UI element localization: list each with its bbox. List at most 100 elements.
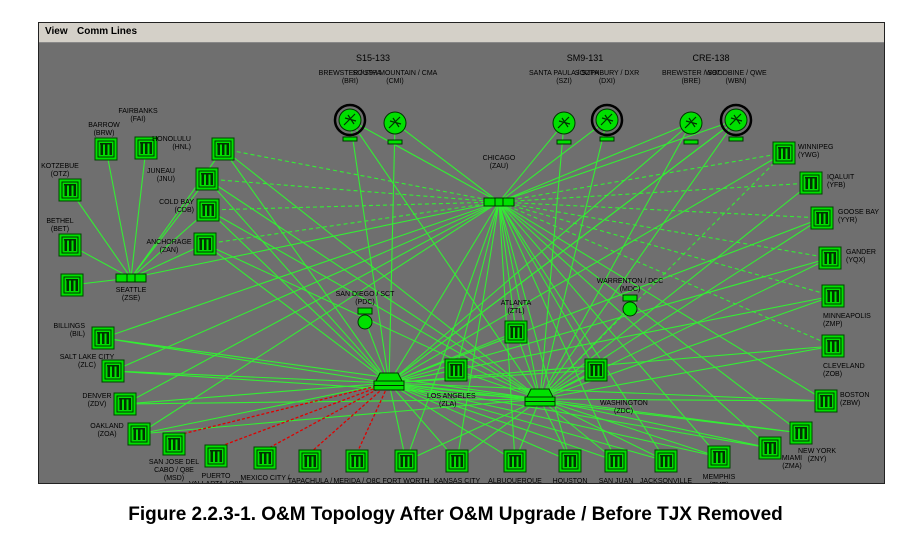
site-bil[interactable]	[91, 326, 115, 350]
link-zme-la	[388, 382, 720, 458]
satellite-szi[interactable]	[552, 111, 576, 145]
menu-comm-lines[interactable]: Comm Lines	[77, 26, 138, 37]
site-name-zob: CLEVELAND	[823, 363, 865, 370]
link-bil-la	[102, 337, 390, 384]
satellite-bri[interactable]	[333, 103, 367, 142]
site-zdv[interactable]	[113, 392, 137, 416]
site-zbw[interactable]	[814, 389, 838, 413]
hub-sea[interactable]	[115, 273, 147, 283]
site-zny[interactable]	[789, 421, 813, 445]
site-zkc[interactable]	[445, 449, 469, 473]
site-otz[interactable]	[58, 178, 82, 202]
link-zoa-was	[138, 398, 541, 435]
topology-diagram: BREWSTER / S97A(BRI)SOUTH MOUNTAIN / CMA…	[41, 53, 879, 483]
hub-name-sea: SEATTLE	[116, 287, 147, 294]
link-zsu-la	[388, 382, 617, 462]
site-mtp[interactable]	[298, 449, 322, 473]
site-brw[interactable]	[94, 137, 118, 161]
site-name-zmp: MINNEAPOLIS	[823, 313, 871, 320]
site-mmd[interactable]	[345, 449, 369, 473]
satellite-code-dxi: (DXI)	[599, 78, 615, 85]
link-zlc-la	[112, 370, 390, 384]
site-name-zdv: DENVER	[82, 393, 111, 400]
site-yqx[interactable]	[818, 246, 842, 270]
site-name-yyr: GOOSE BAY	[838, 209, 879, 216]
site-hnl[interactable]	[211, 137, 235, 161]
site-yfb[interactable]	[799, 171, 823, 195]
satellite-name-dxi: SOUTHBURY / DXR	[575, 70, 639, 77]
site-zfw[interactable]	[394, 449, 418, 473]
site-code-ztl: (ZTL)	[507, 308, 524, 315]
site-msd[interactable]	[162, 432, 186, 456]
site-yyr[interactable]	[810, 206, 834, 230]
site-code-zob: (ZOB)	[823, 371, 842, 378]
link-fai-sea	[130, 147, 147, 279]
hub-was[interactable]	[524, 388, 556, 407]
link-cmi-la	[388, 122, 396, 384]
site-zob[interactable]	[821, 334, 845, 358]
link-zlc-was	[112, 370, 541, 400]
hub-chi[interactable]	[483, 197, 515, 207]
site-name-mpr: PUERTOVALLARTA / Q8B	[189, 473, 243, 483]
link-zjx-la	[388, 382, 667, 462]
site-zhu[interactable]	[558, 449, 582, 473]
link-zbw-la	[388, 382, 827, 402]
link-mdc-was	[539, 306, 631, 400]
link-zme-was	[539, 398, 720, 458]
site-name-brw: BARROW	[88, 122, 120, 129]
site-code-yyr: (YYR)	[838, 217, 857, 224]
link-zmp-was	[539, 295, 834, 400]
site-name-zny: NEW YORK	[798, 448, 836, 455]
site-code-bil: (BIL)	[70, 331, 85, 338]
link-zan-sea	[130, 243, 206, 279]
site-fai[interactable]	[134, 136, 158, 160]
site-zab[interactable]	[503, 449, 527, 473]
dashed-link-mpr-la	[215, 382, 390, 449]
site-x_dc[interactable]	[584, 358, 608, 382]
site-name-mmd: MERIDA / Q8C	[333, 478, 380, 483]
hub-la[interactable]	[373, 372, 405, 391]
link-bre-chi	[498, 122, 692, 203]
site-zoa[interactable]	[127, 422, 151, 446]
site-x_la[interactable]	[444, 358, 468, 382]
site-zme[interactable]	[707, 445, 731, 469]
site-bet[interactable]	[58, 233, 82, 257]
satellite-bre[interactable]	[679, 111, 703, 145]
link-hnl-chi	[222, 148, 500, 203]
satellite-dxi[interactable]	[590, 103, 624, 142]
link-jnu-was	[206, 178, 541, 400]
link-jnu-chi	[206, 178, 500, 203]
control-mdc[interactable]	[622, 294, 638, 317]
link-jnu-la	[206, 178, 390, 384]
site-zsu[interactable]	[604, 449, 628, 473]
site-name-hnl: HONOLULU	[152, 136, 191, 143]
link-zmp-chi	[498, 201, 834, 297]
links-layer	[69, 119, 834, 462]
control-name-pdc: SAN DIEGO / SCT	[336, 291, 395, 298]
link-cdb-la	[207, 209, 390, 384]
satellite-wbn[interactable]	[719, 103, 753, 142]
site-ywg[interactable]	[772, 141, 796, 165]
site-zan[interactable]	[193, 232, 217, 256]
site-ztl[interactable]	[504, 320, 528, 344]
dashed-link-mmx-la	[264, 382, 390, 451]
link-bil-was	[102, 337, 541, 400]
site-zma[interactable]	[758, 436, 782, 460]
control-pdc[interactable]	[357, 307, 373, 330]
site-name-jnu: JUNEAU	[147, 168, 175, 175]
site-zmp[interactable]	[821, 284, 845, 308]
satellite-cmi[interactable]	[383, 111, 407, 145]
site-mpr[interactable]	[204, 444, 228, 468]
hub-name-la: LOS ANGELES	[427, 393, 476, 400]
site-zlc[interactable]	[101, 359, 125, 383]
site-x_sea[interactable]	[60, 273, 84, 297]
site-mmx[interactable]	[253, 446, 277, 470]
site-cdb[interactable]	[196, 198, 220, 222]
link-x_dc-chi	[498, 201, 597, 371]
site-jnu[interactable]	[195, 167, 219, 191]
site-code-yfb: (YFB)	[827, 182, 845, 189]
menu-view[interactable]: View	[45, 26, 68, 37]
site-zjx[interactable]	[654, 449, 678, 473]
link-dxi-chi	[498, 119, 608, 203]
